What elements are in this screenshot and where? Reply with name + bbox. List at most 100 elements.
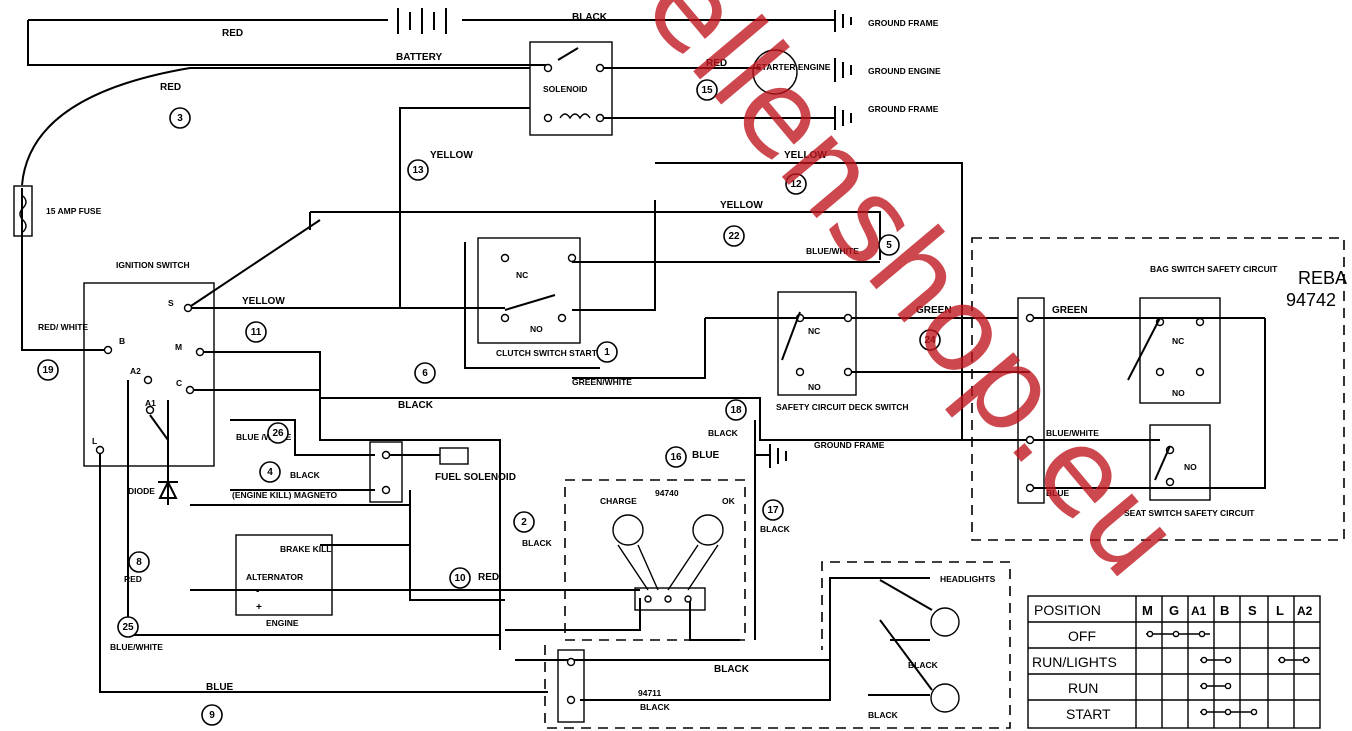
label-seat-switch: SEAT SWITCH SAFETY CIRCUIT	[1124, 508, 1255, 518]
label-starter-engine: STARTER ENGINE	[756, 62, 831, 72]
wire-number-circle	[919, 329, 941, 351]
label-blue-9: BLUE	[206, 682, 234, 693]
wire-number-marker: 6	[414, 362, 436, 384]
wire-number-circle	[762, 499, 784, 521]
wire-number-circle	[407, 159, 429, 181]
table-header-m: M	[1142, 603, 1153, 618]
fuel-solenoid	[439, 447, 469, 465]
wire-number-marker: 22	[723, 225, 745, 247]
right-connector	[1017, 297, 1045, 504]
label-reba-num: 94742	[1286, 290, 1336, 310]
seat-switch-box	[1149, 424, 1211, 501]
wire-number-marker: 5	[878, 234, 900, 256]
label-sw-m: M	[175, 342, 182, 352]
deck-switch-box	[777, 291, 857, 396]
wire-number-text: 9	[209, 710, 215, 721]
label-clutch-switch: CLUTCH SWITCH START	[496, 348, 598, 358]
label-black-18: BLACK	[708, 428, 739, 438]
table-header-g: G	[1169, 603, 1179, 618]
wire-number-text: 25	[122, 622, 134, 633]
label-red-15: RED	[706, 58, 727, 69]
engine-box	[235, 534, 333, 616]
label-red-8: RED	[124, 574, 142, 584]
label-part-94711: 94711	[638, 688, 661, 698]
wire-number-text: 15	[701, 85, 713, 96]
wire-number-text: 12	[790, 179, 802, 190]
wire-number-marker: 4	[259, 461, 281, 483]
label-blue-white-25: BLUE/WHITE	[110, 642, 163, 652]
wire-number-circle	[785, 173, 807, 195]
label-black-4: BLACK	[290, 470, 321, 480]
wire-number-text: 13	[412, 165, 424, 176]
battery-symbol	[397, 8, 447, 34]
label-safety-deck: SAFETY CIRCUIT DECK SWITCH	[776, 402, 909, 412]
wire-number-text: 17	[767, 505, 779, 516]
wire-number-text: 18	[730, 405, 742, 416]
wire-number-circle	[259, 461, 281, 483]
label-solenoid: SOLENOID	[543, 84, 587, 94]
ground-symbols	[755, 10, 852, 468]
wire-number-circle	[128, 551, 150, 573]
text-labels: RED BATTERY BLACK GROUND FRAME GROUND EN…	[38, 12, 1347, 722]
wire-number-text: 4	[267, 467, 273, 478]
wire-number-marker: 24	[919, 329, 941, 351]
ignition-switch-box	[83, 282, 215, 467]
label-green-white-1: GREEN/WHITE	[572, 377, 632, 387]
wire-number-circle	[596, 341, 618, 363]
wire-number-text: 6	[422, 368, 428, 379]
wire-number-text: 8	[136, 557, 142, 568]
label-yellow-13: YELLOW	[430, 150, 473, 161]
label-minus: -	[256, 586, 259, 597]
wire-number-marker: 26	[267, 422, 289, 444]
label-black-2: BLACK	[522, 538, 553, 548]
label-alternator: ALTERNATOR	[246, 572, 303, 582]
label-plus: +	[256, 602, 262, 613]
wire-number-text: 11	[251, 327, 262, 338]
components	[13, 41, 1221, 723]
label-yellow-12: YELLOW	[784, 150, 827, 161]
wire-number-text: 22	[728, 231, 740, 242]
wire-number-marker: 17	[762, 499, 784, 521]
wire-number-circle	[449, 567, 471, 589]
wire-number-marker: 19	[37, 359, 59, 381]
label-black-hl2: BLACK	[868, 710, 899, 720]
wire-number-text: 1	[604, 347, 610, 358]
table-row-off: OFF	[1068, 628, 1096, 644]
solenoid-box	[529, 41, 613, 136]
position-table	[1027, 595, 1321, 729]
wire-number-text: 3	[177, 113, 183, 124]
label-black-top: BLACK	[572, 12, 608, 23]
label-ground-frame-3: GROUND FRAME	[814, 440, 885, 450]
fuse-element	[19, 195, 27, 233]
label-black-bottom: BLACK	[714, 664, 750, 675]
label-blue-white-26: BLUE /WHITE	[236, 432, 292, 442]
wire-number-circle	[169, 107, 191, 129]
wire-number-marker: 15	[696, 79, 718, 101]
wire-number-marker: 18	[725, 399, 747, 421]
wire-number-text: 5	[886, 240, 892, 251]
label-nc-bag: NC	[1172, 336, 1184, 346]
label-sw-a1: A1	[145, 398, 156, 408]
label-ground-frame-2: GROUND FRAME	[868, 104, 939, 114]
label-charge: CHARGE	[600, 496, 637, 506]
label-nc-clutch: NC	[516, 270, 528, 280]
wire-number-marker: 12	[785, 173, 807, 195]
table-header-l: L	[1276, 603, 1284, 618]
label-no-seat: NO	[1184, 462, 1197, 472]
wire-number-circle	[696, 79, 718, 101]
wire-number-circle	[723, 225, 745, 247]
wire-number-text: 16	[670, 452, 682, 463]
wire-number-marker: 10	[449, 567, 471, 589]
table-header-b: B	[1220, 603, 1229, 618]
table-header-a2: A2	[1297, 604, 1313, 618]
label-green-24: GREEN	[916, 305, 952, 316]
fuse-body	[13, 185, 33, 237]
label-fuel-solenoid: FUEL SOLENOID	[435, 472, 516, 483]
label-ok: OK	[722, 496, 736, 506]
label-no-clutch: NO	[530, 324, 543, 334]
table-row-run: RUN	[1068, 680, 1098, 696]
wire-number-marker: 13	[407, 159, 429, 181]
watermark: sellenshop.eu	[579, 0, 1209, 603]
label-ground-engine: GROUND ENGINE	[868, 66, 941, 76]
